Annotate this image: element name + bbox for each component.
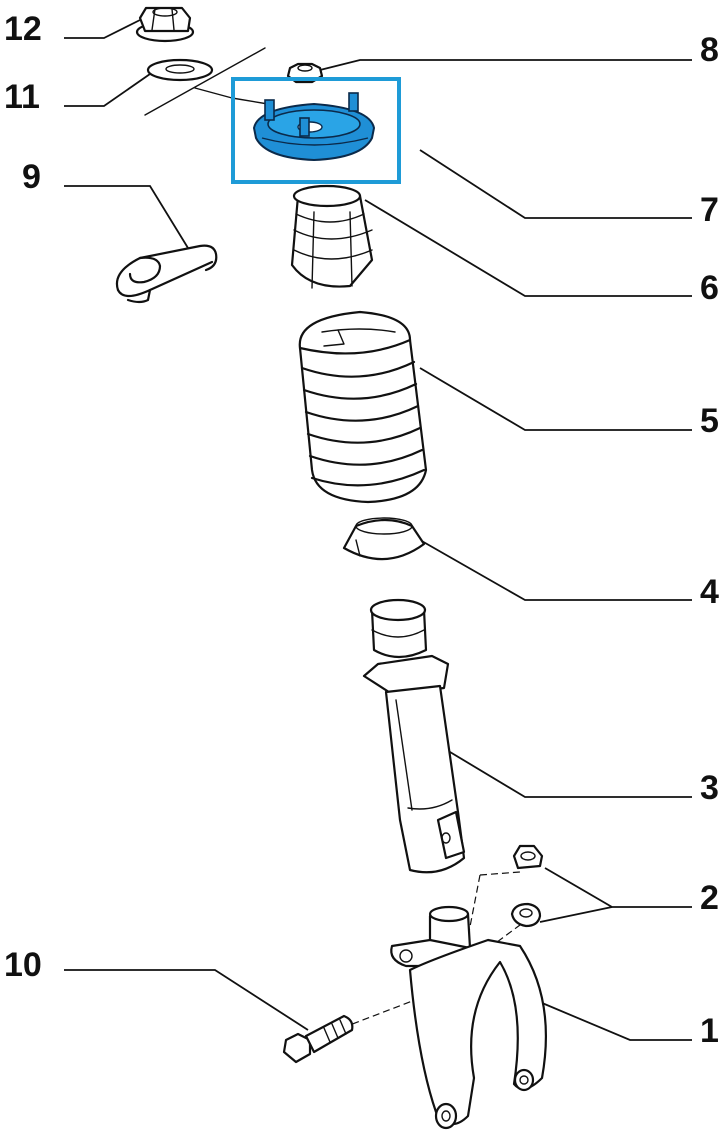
- callout-7: 7: [700, 191, 719, 229]
- callout-12: 12: [4, 10, 42, 48]
- callout-10: 10: [4, 946, 42, 984]
- callout-5: 5: [700, 402, 719, 440]
- shock-absorber[interactable]: [362, 598, 466, 874]
- callout-3: 3: [700, 769, 719, 807]
- callout-8: 8: [700, 31, 719, 69]
- flange-nut[interactable]: [135, 6, 195, 43]
- bolt[interactable]: [282, 1014, 354, 1064]
- spring-seat[interactable]: [342, 517, 426, 561]
- retaining-clip[interactable]: [115, 244, 218, 304]
- callout-2: 2: [700, 879, 719, 917]
- callout-4: 4: [700, 573, 719, 611]
- bump-stop-boot[interactable]: [290, 184, 374, 289]
- leader-lines: [64, 19, 692, 1041]
- top-mount[interactable]: [231, 77, 401, 184]
- callout-1: 1: [700, 1012, 719, 1050]
- washer[interactable]: [146, 58, 214, 82]
- callout-11: 11: [4, 78, 40, 116]
- coil-spring[interactable]: [298, 310, 428, 504]
- highlight-box: [231, 77, 401, 184]
- steering-knuckle-fork[interactable]: [390, 905, 547, 1130]
- nut[interactable]: [510, 844, 544, 928]
- callout-6: 6: [700, 269, 719, 307]
- callout-9: 9: [22, 158, 41, 196]
